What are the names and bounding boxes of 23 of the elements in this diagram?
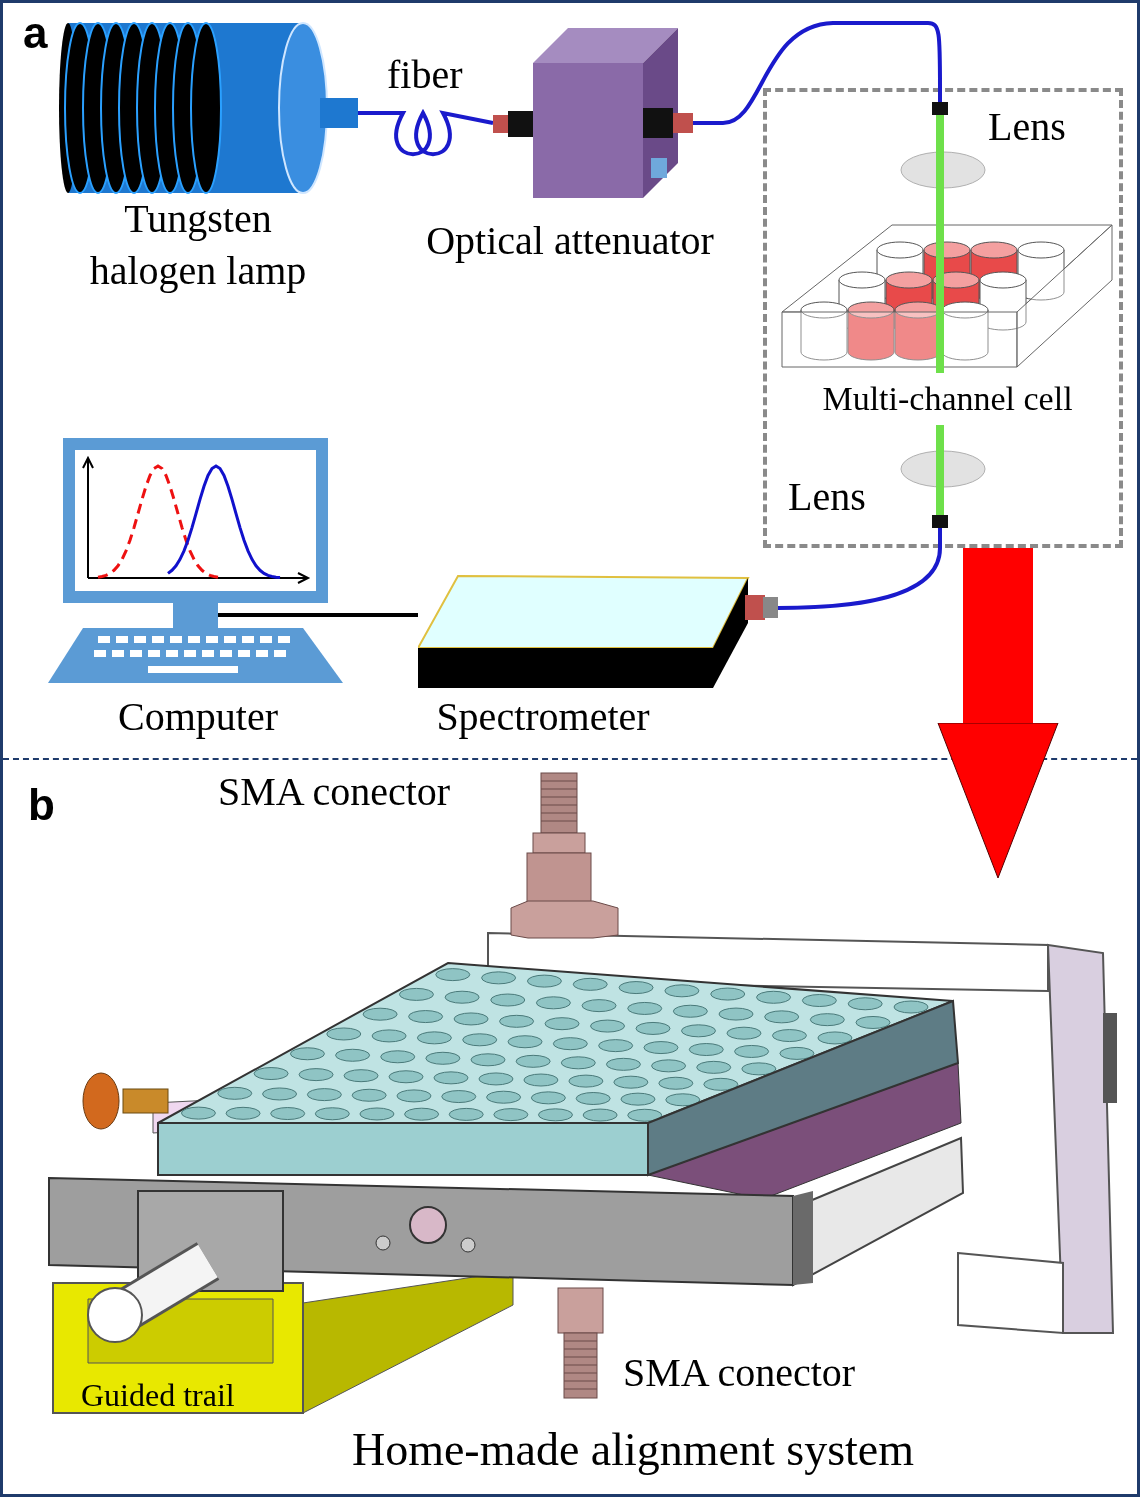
node-label: Home-made alignment system [350, 1423, 916, 1477]
node-label: Tungsten halogen lamp [88, 195, 308, 295]
cable [343, 613, 418, 617]
optical-fiber [778, 547, 942, 610]
lens [900, 450, 986, 488]
node-label: Lens [988, 103, 1067, 151]
part-label: Guided trail [81, 1376, 235, 1415]
block-arrow [937, 548, 1059, 879]
node-label: Computer [117, 693, 279, 741]
spectrometer-drawing [418, 573, 778, 688]
panel-letter: a [23, 9, 48, 57]
panel-letter: b [28, 781, 55, 829]
node-label: Optical attenuator [425, 217, 715, 265]
optical-fiber [693, 21, 942, 125]
part-label: SMA conector [218, 768, 451, 816]
node-label: Lens [788, 473, 867, 521]
optical-fiber [358, 111, 494, 157]
node-label: Multi-channel cell [821, 379, 1074, 419]
part-label: SMA conector [623, 1349, 856, 1397]
node-label: Spectrometer [435, 693, 651, 741]
dashed-boundary-box [763, 88, 1123, 548]
computer-drawing [48, 438, 343, 683]
lens [900, 151, 986, 189]
